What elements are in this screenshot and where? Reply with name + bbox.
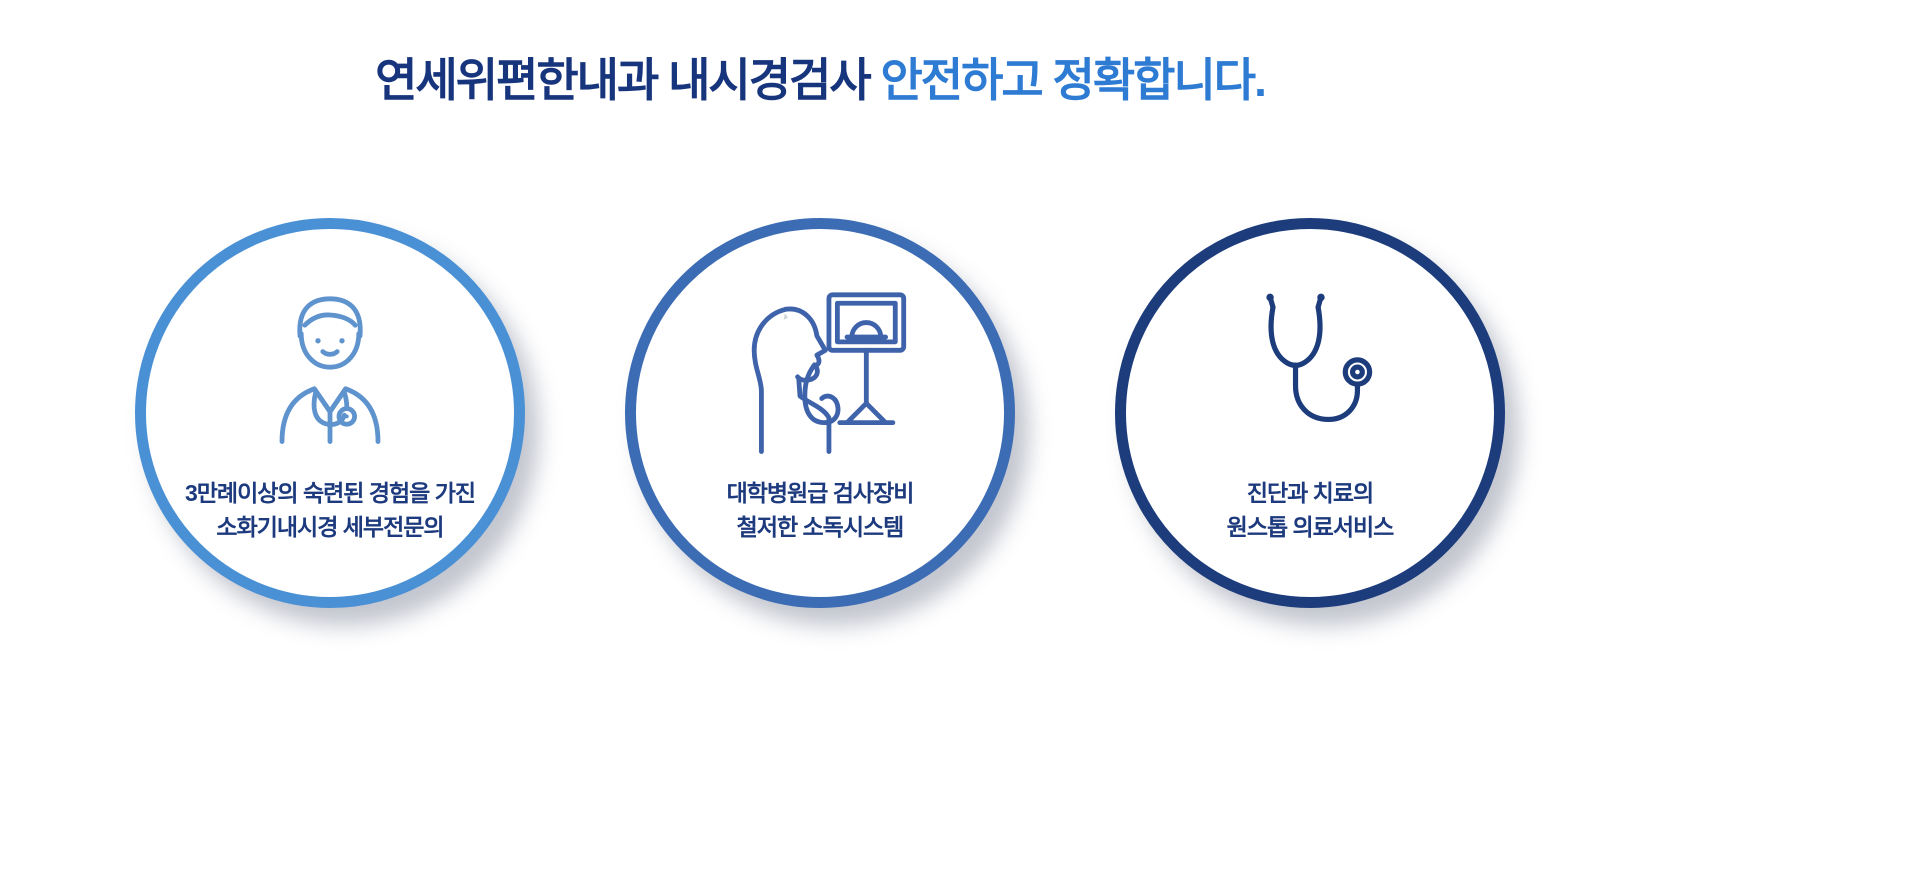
page: 연세위편한내과 내시경검사 안전하고 정확합니다. — [0, 52, 1920, 883]
feature-text: 3만례이상의 숙련된 경험을 가진 소화기내시경 세부전문의 — [184, 476, 476, 544]
feature-line-2: 철저한 소독시스템 — [736, 513, 905, 540]
feature-cards-row: 3만례이상의 숙련된 경험을 가진 소화기내시경 세부전문의 — [0, 217, 1640, 608]
feature-line-1: 대학병원급 검사장비 — [726, 479, 915, 506]
page-title: 연세위편한내과 내시경검사 안전하고 정확합니다. — [0, 52, 1640, 110]
content-section: 연세위편한내과 내시경검사 안전하고 정확합니다. — [0, 52, 1640, 608]
feature-card-experienced-specialist: 3만례이상의 숙련된 경험을 가진 소화기내시경 세부전문의 — [135, 217, 525, 608]
title-main: 연세위편한내과 내시경검사 — [375, 54, 872, 106]
feature-line-1: 진단과 치료의 — [1246, 479, 1374, 506]
feature-line-2: 소화기내시경 세부전문의 — [216, 513, 444, 540]
feature-line-2: 원스톱 의료서비스 — [1226, 513, 1395, 540]
feature-text: 대학병원급 검사장비 철저한 소독시스템 — [726, 476, 915, 544]
feature-card-one-stop-service: 진단과 치료의 원스톱 의료서비스 — [1115, 217, 1505, 608]
endoscopy-monitor-icon — [718, 282, 923, 462]
stethoscope-icon — [1229, 282, 1391, 462]
feature-text: 진단과 치료의 원스톱 의료서비스 — [1226, 476, 1395, 544]
feature-line-1: 3만례이상의 숙련된 경험을 가진 — [184, 479, 476, 506]
title-accent: 안전하고 정확합니다. — [880, 54, 1266, 106]
feature-card-equipment-disinfection: 대학병원급 검사장비 철저한 소독시스템 — [625, 217, 1015, 608]
doctor-icon — [246, 282, 414, 462]
